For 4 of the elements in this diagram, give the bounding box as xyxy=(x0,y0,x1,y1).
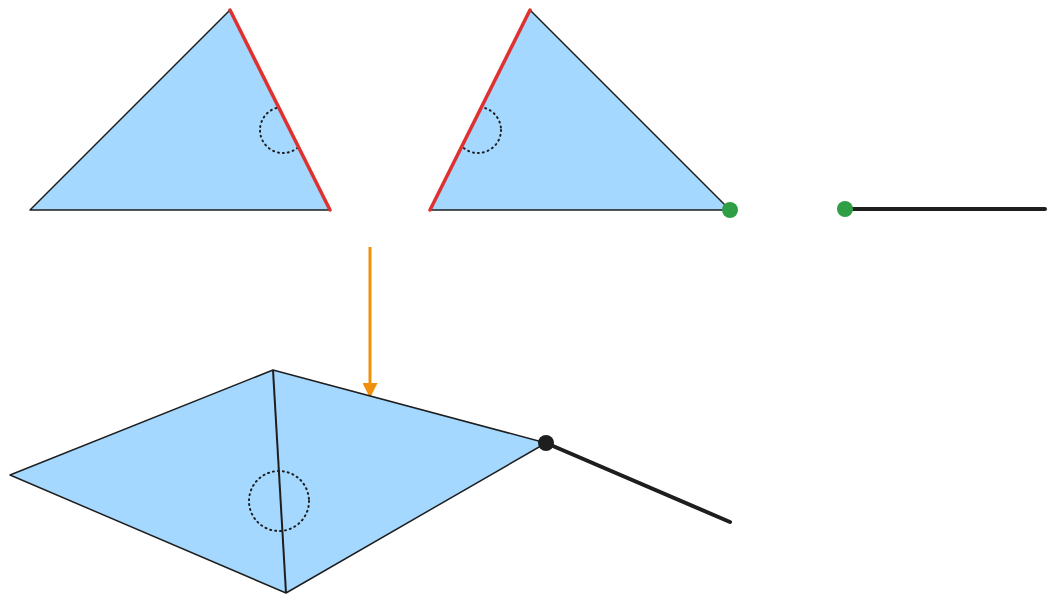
arrow xyxy=(362,247,378,398)
triangle-shape xyxy=(430,10,738,218)
line-segment xyxy=(837,200,1047,218)
triangle-shape xyxy=(30,10,330,210)
